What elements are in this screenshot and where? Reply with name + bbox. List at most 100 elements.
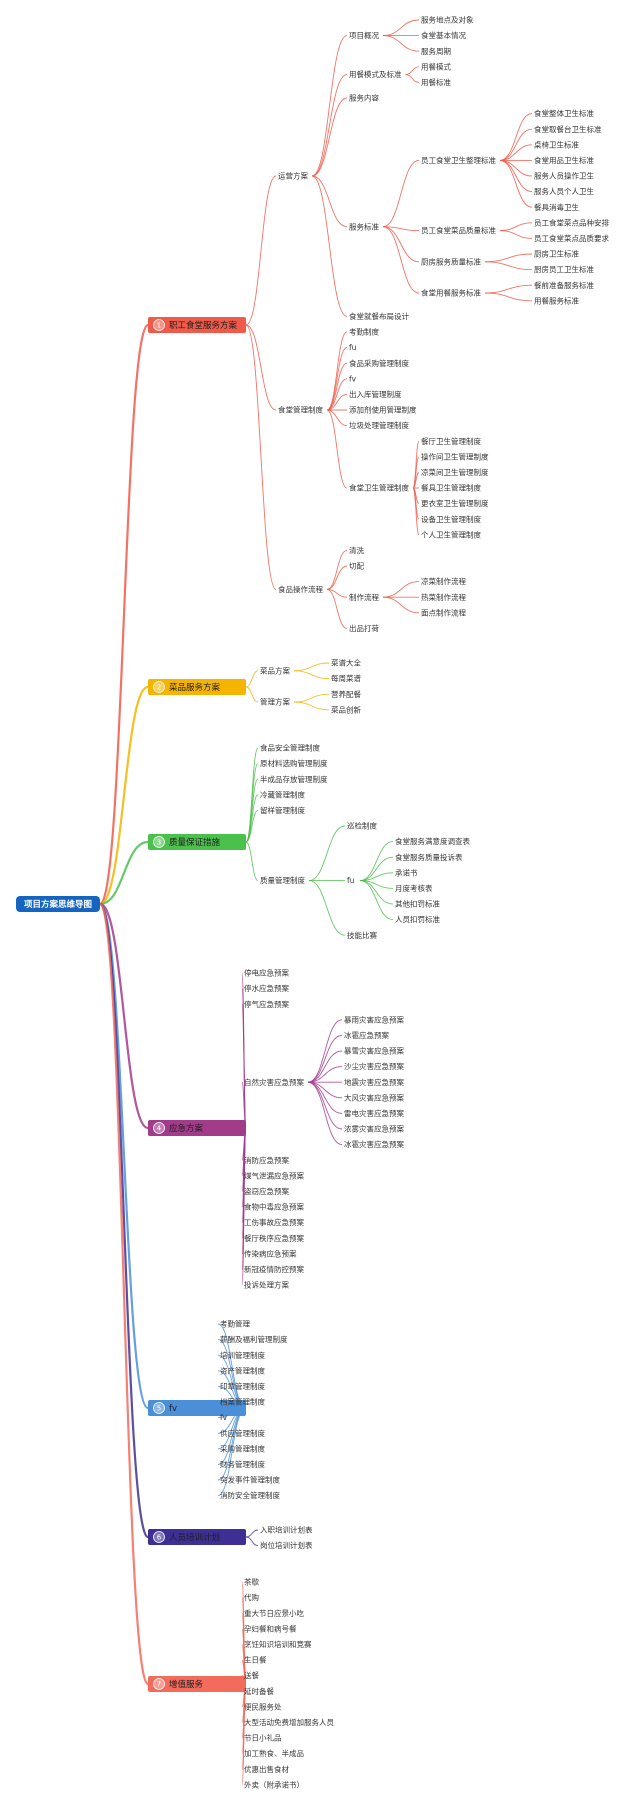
topic-node[interactable]: 食品操作流程: [278, 584, 323, 594]
topic-node[interactable]: 添加剂使用管理制度: [349, 405, 417, 415]
topic-node[interactable]: 食堂整体卫生标准: [534, 108, 594, 118]
topic-node[interactable]: 员工食堂菜点品质要求: [534, 233, 609, 243]
topic-node[interactable]: 考勤管理: [220, 1319, 250, 1329]
topic-node[interactable]: 供应管理制度: [220, 1428, 265, 1438]
topic-node[interactable]: 冰雹灾害应急预案: [344, 1139, 404, 1149]
topic-node[interactable]: 雷电灾害应急预案: [344, 1108, 404, 1118]
topic-node[interactable]: 厨房卫生标准: [534, 249, 579, 259]
topic-node[interactable]: 食品采购管理制度: [349, 358, 409, 368]
topic-node[interactable]: 出入库管理制度: [349, 389, 402, 399]
topic-node[interactable]: 技能比赛: [347, 930, 377, 940]
topic-node[interactable]: 入职培训计划表: [260, 1525, 313, 1535]
topic-node[interactable]: 食堂用餐服务标准: [421, 288, 481, 298]
root-node[interactable]: 项目方案思维导图: [16, 896, 100, 912]
topic-node[interactable]: 食物中毒应急预案: [244, 1202, 304, 1212]
topic-node[interactable]: 停气应急预案: [244, 999, 289, 1009]
topic-node[interactable]: 烹饪知识培训和竞赛: [244, 1639, 312, 1649]
topic-node[interactable]: 重大节日应景小吃: [244, 1608, 304, 1618]
topic-node[interactable]: 投诉处理方案: [244, 1280, 289, 1290]
topic-node[interactable]: 食堂就餐布局设计: [349, 311, 409, 321]
topic-node[interactable]: 传染病应急预案: [244, 1248, 297, 1258]
topic-node[interactable]: 服务内容: [349, 93, 379, 103]
topic-node[interactable]: 优惠出售食材: [244, 1764, 289, 1774]
topic-node[interactable]: 餐具卫生管理制度: [421, 483, 481, 493]
topic-node[interactable]: 便民服务处: [244, 1701, 282, 1711]
topic-node[interactable]: 承诺书: [395, 867, 418, 877]
topic-node[interactable]: 菜品方案: [260, 665, 290, 675]
topic-node[interactable]: 用餐标准: [421, 77, 451, 87]
topic-node[interactable]: 留样管理制度: [260, 805, 305, 815]
topic-node[interactable]: 制作流程: [349, 592, 379, 602]
topic-node[interactable]: 月度考核表: [395, 883, 433, 893]
topic-node[interactable]: 服务人员操作卫生: [534, 171, 594, 181]
topic-node[interactable]: 项目概况: [349, 30, 379, 40]
topic-node[interactable]: 采购管理制度: [220, 1443, 265, 1453]
topic-node[interactable]: 暴雪灾害应急预案: [344, 1046, 404, 1056]
topic-node[interactable]: 工伤事故应急预案: [244, 1217, 304, 1227]
topic-node[interactable]: 原材料选购管理制度: [260, 758, 328, 768]
topic-node[interactable]: 财务管理制度: [220, 1459, 265, 1469]
topic-node[interactable]: 煤气泄漏应急预案: [244, 1170, 304, 1180]
topic-node[interactable]: fv: [220, 1413, 228, 1422]
topic-node[interactable]: 质量管理制度: [260, 875, 305, 885]
topic-node[interactable]: 用餐模式: [421, 61, 451, 71]
topic-node[interactable]: 节日小礼品: [244, 1733, 282, 1743]
topic-node[interactable]: 薪酬及福利管理制度: [220, 1334, 288, 1344]
topic-node[interactable]: 食品安全管理制度: [260, 743, 320, 753]
topic-node[interactable]: 突发事件管理制度: [220, 1475, 280, 1485]
topic-node[interactable]: 设备卫生管理制度: [421, 514, 481, 524]
topic-node[interactable]: 热菜制作流程: [421, 592, 466, 602]
topic-node[interactable]: 菜谱大全: [331, 658, 361, 668]
topic-node[interactable]: 员工食堂菜点品种安排: [534, 217, 609, 227]
topic-node[interactable]: 用餐模式及标准: [349, 69, 402, 79]
topic-node[interactable]: 桌椅卫生标准: [534, 139, 579, 149]
topic-node[interactable]: 食堂服务质量投诉表: [395, 852, 463, 862]
topic-node[interactable]: 垃圾处理管理制度: [349, 420, 409, 430]
topic-node[interactable]: 凉菜间卫生管理制度: [421, 467, 489, 477]
topic-node[interactable]: 管理方案: [260, 697, 290, 707]
topic-node[interactable]: 厨房服务质量标准: [421, 256, 481, 266]
topic-node[interactable]: 岗位培训计划表: [260, 1540, 313, 1550]
topic-node[interactable]: 新冠疫情防控预案: [244, 1264, 304, 1274]
topic-node[interactable]: 营养配餐: [331, 689, 361, 699]
topic-node[interactable]: 餐厅卫生管理制度: [421, 436, 481, 446]
topic-node[interactable]: 食堂管理制度: [278, 405, 323, 415]
topic-node[interactable]: 印章管理制度: [220, 1381, 265, 1391]
topic-node[interactable]: 运营方案: [278, 171, 308, 181]
topic-node[interactable]: fu: [347, 876, 355, 885]
topic-node[interactable]: 服务标准: [349, 221, 379, 231]
topic-node[interactable]: 盗窃应急预案: [244, 1186, 289, 1196]
topic-node[interactable]: 每周菜谱: [331, 673, 361, 683]
topic-node[interactable]: fv: [349, 374, 357, 383]
topic-node[interactable]: 食堂卫生管理制度: [349, 483, 409, 493]
topic-node[interactable]: 消防安全管理制度: [220, 1490, 280, 1500]
topic-node[interactable]: 服务人员个人卫生: [534, 186, 594, 196]
topic-node[interactable]: 服务周期: [421, 46, 451, 56]
topic-node[interactable]: 凉菜制作流程: [421, 576, 466, 586]
topic-node[interactable]: 食堂用品卫生标准: [534, 155, 594, 165]
topic-node[interactable]: 地震灾害应急预案: [344, 1077, 404, 1087]
topic-node[interactable]: 厨房员工卫生标准: [534, 264, 594, 274]
topic-node[interactable]: 外卖（附承诺书）: [244, 1779, 304, 1789]
topic-node[interactable]: 个人卫生管理制度: [421, 529, 481, 539]
topic-node[interactable]: 员工食堂菜品质量标准: [421, 225, 496, 235]
topic-node[interactable]: 食堂取餐台卫生标准: [534, 124, 602, 134]
topic-node[interactable]: 出品打荷: [349, 623, 379, 633]
topic-node[interactable]: 加工熟食、半成品: [244, 1748, 304, 1758]
topic-node[interactable]: 用餐服务标准: [534, 295, 579, 305]
topic-node[interactable]: 自然灾害应急预案: [244, 1077, 304, 1087]
topic-node[interactable]: 停电应急预案: [244, 968, 289, 978]
topic-node[interactable]: 操作间卫生管理制度: [421, 451, 489, 461]
topic-node[interactable]: 冰雹应急预案: [344, 1030, 389, 1040]
topic-node[interactable]: 食堂服务满意度调查表: [395, 836, 470, 846]
topic-node[interactable]: 茶歇: [244, 1577, 259, 1587]
topic-node[interactable]: 代购: [244, 1592, 259, 1602]
topic-node[interactable]: 巡检制度: [347, 821, 377, 831]
topic-node[interactable]: 菜品创新: [331, 704, 361, 714]
